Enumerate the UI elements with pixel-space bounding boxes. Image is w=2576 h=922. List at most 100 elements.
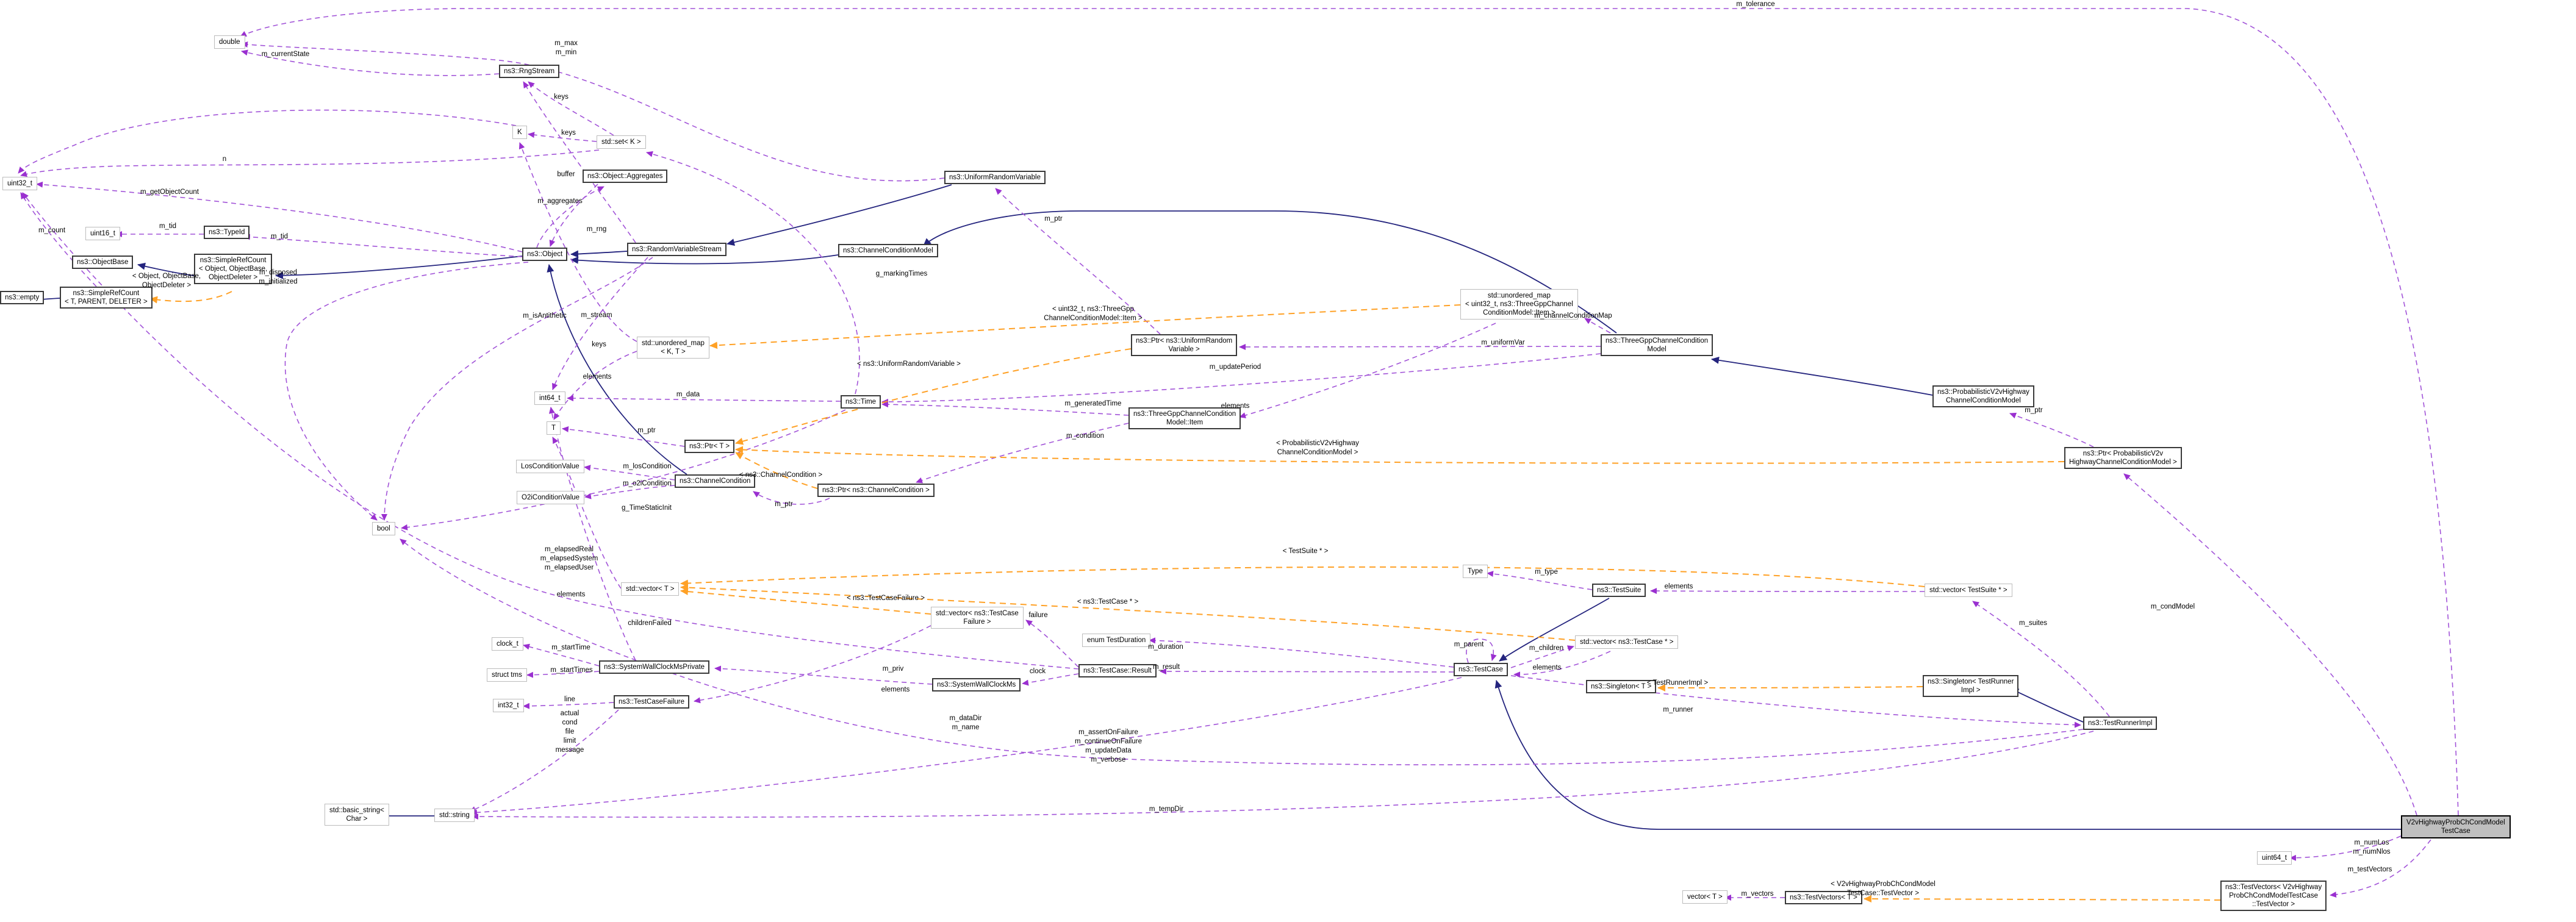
node-clock-t[interactable]: clock_t xyxy=(492,637,523,651)
node-objectbase[interactable]: ns3::ObjectBase xyxy=(72,256,134,270)
node-simplerefcount-obj[interactable]: ns3::SimpleRefCount < Object, ObjectBase… xyxy=(194,254,273,285)
node-prob[interactable]: ns3::ProbabilisticV2vHighway ChannelCond… xyxy=(1932,385,2034,408)
edge-m-ptr-prob xyxy=(2009,412,2094,448)
edge-clock xyxy=(1022,673,1079,686)
node-item[interactable]: ns3::ThreeGppChannelCondition Model::Ite… xyxy=(1128,407,1241,430)
edge-m-type xyxy=(1487,571,1593,590)
edge-label-m_priv: m_priv xyxy=(882,665,904,673)
edge-m-data xyxy=(567,395,841,402)
node-singleton-tri[interactable]: ns3::Singleton< TestRunner Impl > xyxy=(1923,675,2019,698)
node-tcf[interactable]: ns3::TestCaseFailure xyxy=(614,695,690,709)
node-ptr-urv[interactable]: ns3::Ptr< ns3::UniformRandom Variable > xyxy=(1131,334,1238,357)
edge-m-o2icondition xyxy=(584,485,675,499)
edge-m-numlos-numnlos xyxy=(2289,835,2402,861)
edge-m-isantithetic xyxy=(381,257,653,521)
node-int32[interactable]: int32_t xyxy=(493,699,524,713)
node-duration[interactable]: enum TestDuration xyxy=(1082,634,1151,648)
edge-actual-cond-file xyxy=(469,709,619,812)
node-tms[interactable]: struct tms xyxy=(487,668,527,682)
node-vector-t2[interactable]: vector< T > xyxy=(1682,890,1727,904)
edge-m-max-min xyxy=(241,41,945,182)
edge-label-m_runner: m_runner xyxy=(1663,706,1693,713)
edge-label-m_isAntithetic: m_isAntithetic xyxy=(523,312,567,320)
node-ptr-prob[interactable]: ns3::Ptr< ProbabilisticV2v HighwayChanne… xyxy=(2064,447,2182,470)
edge-k-uint32 xyxy=(18,109,517,174)
edge-elements-vectcf-tcf xyxy=(694,625,931,704)
node-ptr-t[interactable]: ns3::Ptr< T > xyxy=(684,440,735,454)
edge-m-uniformvar xyxy=(1239,343,1601,350)
edge-label-m_dataDir: m_dataDir m_name xyxy=(949,715,982,731)
node-tv-full[interactable]: ns3::TestVectors< V2vHighway ProbChCondM… xyxy=(2220,881,2327,912)
edge-keys-umap-k xyxy=(518,142,637,342)
node-testsuite[interactable]: ns3::TestSuite xyxy=(1592,584,1646,598)
edge-label-m_ptr: m_ptr xyxy=(775,501,793,508)
node-int64[interactable]: int64_t xyxy=(534,391,565,406)
node-result[interactable]: ns3::TestCase::Result xyxy=(1078,664,1157,678)
edge-label-elements: elements xyxy=(1221,402,1250,410)
edge-label-m_currentState: m_currentState xyxy=(261,51,310,58)
edge-label-m_generatedTime: m_generatedTime xyxy=(1064,400,1122,407)
node-bool[interactable]: bool xyxy=(372,522,395,536)
edge-m-children xyxy=(1510,645,1574,668)
edge-m-loscondition xyxy=(584,465,675,481)
node-vec-tcp[interactable]: std::vector< ns3::TestCase * > xyxy=(1575,635,1679,649)
edge-label-m_updatePeriod: m_updatePeriod xyxy=(1209,363,1261,371)
edge-g-markingtimes xyxy=(646,151,860,395)
node-testcase[interactable]: ns3::TestCase xyxy=(1454,663,1508,677)
node-loscond[interactable]: LosConditionValue xyxy=(516,460,584,474)
node-ptr-chancond[interactable]: ns3::Ptr< ns3::ChannelCondition > xyxy=(817,484,935,498)
edge-label--V2vHighwayProbChCondModel: < V2vHighwayProbChCondModel TestCase::Te… xyxy=(1831,881,1936,897)
node-vec-ts[interactable]: std::vector< TestSuite * > xyxy=(1925,584,2012,598)
node-typeid[interactable]: ns3::TypeId xyxy=(204,226,250,240)
node-rvs[interactable]: ns3::RandomVariableStream xyxy=(627,243,727,257)
edge-m-duration xyxy=(1149,637,1454,668)
node-swcmp[interactable]: ns3::SystemWallClockMsPrivate xyxy=(599,660,710,674)
node-rngstream[interactable]: ns3::RngStream xyxy=(499,65,560,79)
node-umap-item[interactable]: std::unordered_map < uint32_t, ns3::Thre… xyxy=(1460,289,1578,320)
node-ccm[interactable]: ns3::ChannelConditionModel xyxy=(838,244,938,258)
node-tri[interactable]: ns3::TestRunnerImpl xyxy=(2083,717,2158,731)
edge-label--ns3-TestCase-: < ns3::TestCase * > xyxy=(1077,598,1139,606)
edge-inherit-prob-tgccm xyxy=(1711,356,1933,396)
node-target: V2vHighwayProbChCondModel TestCase xyxy=(2401,815,2511,839)
edge-inherit-simplerefcountobj-objectbase xyxy=(137,262,195,276)
node-simplerefcount-t[interactable]: ns3::SimpleRefCount < T, PARENT, DELETER… xyxy=(60,287,152,309)
node-o2icond[interactable]: O2iConditionValue xyxy=(517,491,585,505)
node-chancond[interactable]: ns3::ChannelCondition xyxy=(675,474,756,488)
edge-m-rng xyxy=(523,81,636,243)
node-swcm[interactable]: ns3::SystemWallClockMs xyxy=(932,678,1021,692)
edge-label-n: n xyxy=(222,155,227,163)
node-aggregates[interactable]: ns3::Object::Aggregates xyxy=(583,170,668,184)
node-tv-t[interactable]: ns3::TestVectors< T > xyxy=(1785,891,1862,905)
edge-inherit-ccm-object xyxy=(570,254,839,265)
edge-inherit-tgccm-ccm xyxy=(923,210,1617,334)
node-double[interactable]: double xyxy=(214,35,245,49)
node-uint32[interactable]: uint32_t xyxy=(2,177,37,191)
edge-label-keys: keys xyxy=(561,129,576,137)
node-time[interactable]: ns3::Time xyxy=(841,395,881,409)
node-uint16[interactable]: uint16_t xyxy=(85,227,120,241)
node-object[interactable]: ns3::Object xyxy=(522,248,568,262)
edge-label-m_count: m_count xyxy=(38,227,66,234)
node-t[interactable]: T xyxy=(547,421,561,435)
node-string[interactable]: std::string xyxy=(434,809,475,823)
edge-inherit-testsuite-testcase xyxy=(1499,598,1610,662)
usage-edges xyxy=(18,8,2459,901)
edge-label-clock: clock xyxy=(1029,668,1046,675)
node-urv[interactable]: ns3::UniformRandomVariable xyxy=(944,171,1046,185)
edge-m-getobjectcount xyxy=(36,181,523,252)
node-vec-tcf[interactable]: std::vector< ns3::TestCase Failure > xyxy=(931,607,1024,629)
edge-label--uint32_t-ns3-ThreeGpp: < uint32_t, ns3::ThreeGpp ChannelConditi… xyxy=(1044,306,1143,322)
edge-label-g_TimeStaticInit: g_TimeStaticInit xyxy=(621,504,672,512)
node-singleton-t[interactable]: ns3::Singleton< T > xyxy=(1586,680,1657,694)
node-vector-t[interactable]: std::vector< T > xyxy=(621,582,680,596)
node-empty[interactable]: ns3::empty xyxy=(0,291,45,305)
node-uint64[interactable]: uint64_t xyxy=(2257,851,2292,865)
node-set-k[interactable]: std::set< K > xyxy=(597,135,646,149)
node-k[interactable]: K xyxy=(512,126,527,140)
node-type[interactable]: Type xyxy=(1463,565,1488,579)
node-umap-kt[interactable]: std::unordered_map < K, T > xyxy=(637,337,709,359)
node-tgccm[interactable]: ns3::ThreeGppChannelCondition Model xyxy=(1601,334,1713,357)
node-basic-string[interactable]: std::basic_string< Char > xyxy=(325,804,389,826)
edge-label-m_assertOnFailure: m_assertOnFailure m_continueOnFailure m_… xyxy=(1075,729,1142,763)
